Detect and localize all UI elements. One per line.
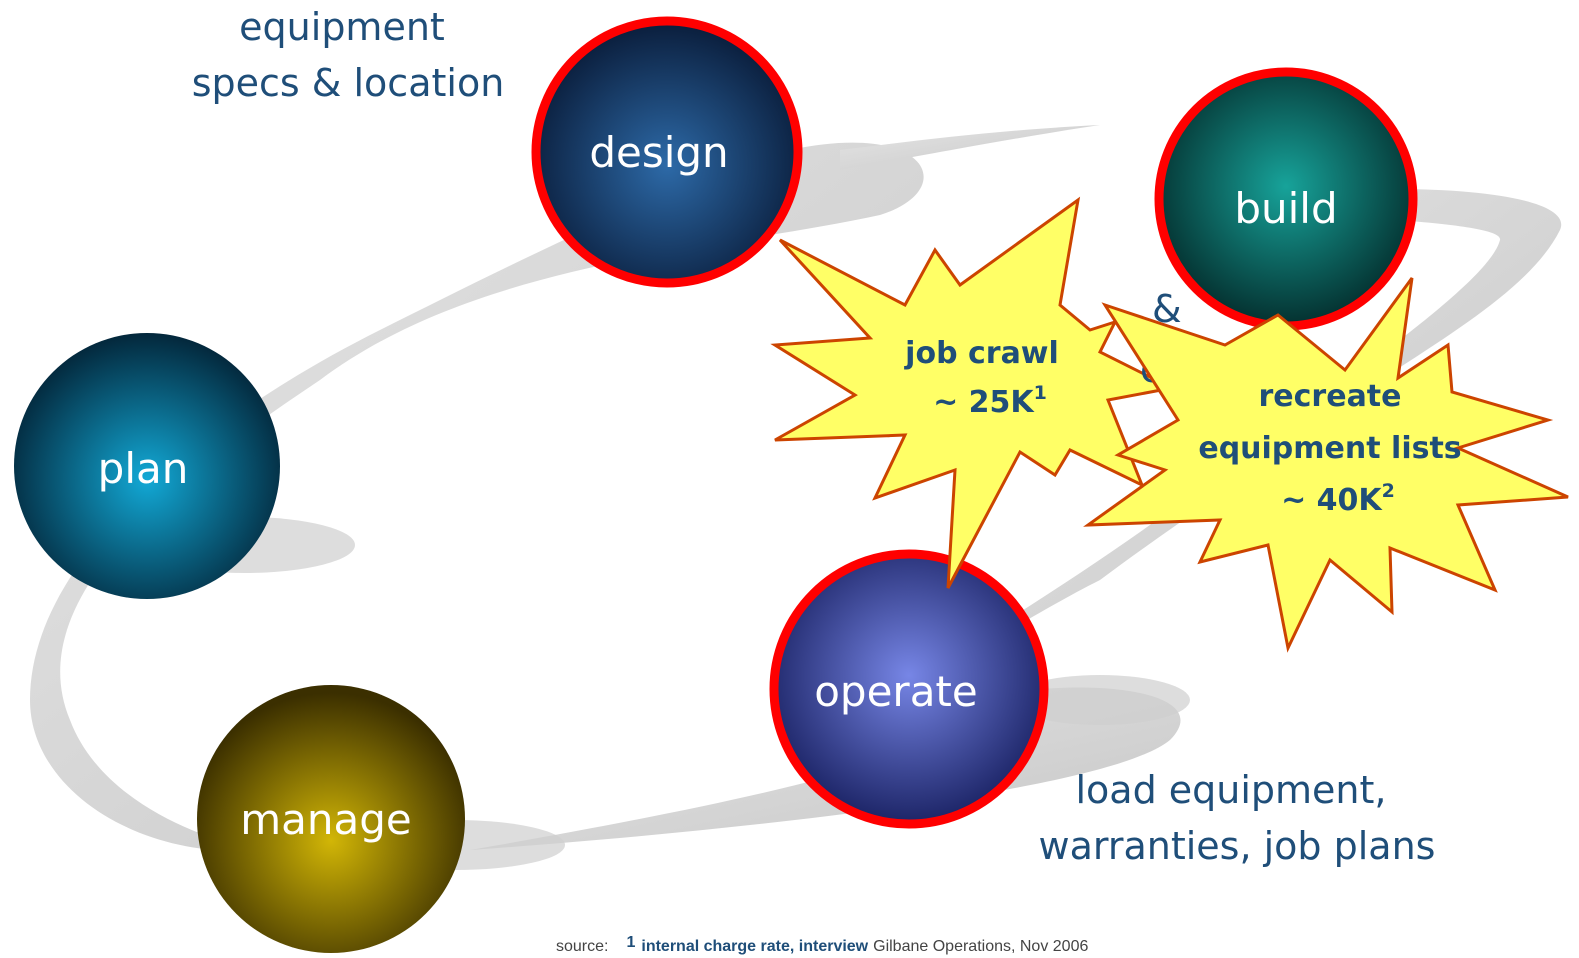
source-marker: 1 xyxy=(626,934,635,951)
job-crawl-line2: ~ 25K1 xyxy=(933,382,1047,420)
source-footnote: source: 1 internal charge rate, interview G… xyxy=(556,934,1088,955)
recreate-value: ~ 40K xyxy=(1281,483,1383,518)
operate-note-line1: load equipment, xyxy=(1075,768,1386,812)
job-crawl-line1: job crawl xyxy=(904,336,1059,371)
design-node: design xyxy=(531,16,803,288)
job-crawl-burst: job crawl ~ 25K1 xyxy=(770,196,1177,589)
manage-label: manage xyxy=(240,795,412,844)
recreate-line3: ~ 40K2 xyxy=(1281,480,1395,518)
source-bold-text: internal charge rate, interview xyxy=(641,938,868,955)
job-crawl-starburst xyxy=(770,196,1177,589)
operate-note-line2: warranties, job plans xyxy=(1039,824,1436,868)
plan-node: plan xyxy=(14,333,280,599)
operate-label: operate xyxy=(814,667,978,716)
recreate-line2: equipment lists xyxy=(1198,431,1461,466)
plan-label: plan xyxy=(98,444,189,493)
recreate-footnote-marker: 2 xyxy=(1382,480,1395,502)
build-label: build xyxy=(1234,184,1337,233)
job-crawl-value: ~ 25K xyxy=(933,385,1035,420)
source-label: source: xyxy=(556,938,608,955)
operate-node: operate xyxy=(769,549,1049,829)
source-text: Gilbane Operations, Nov 2006 xyxy=(873,938,1088,955)
operate-sphere xyxy=(769,549,1049,829)
recreate-starburst xyxy=(1083,277,1569,653)
design-note-line2: specs & location xyxy=(192,61,505,105)
recreate-burst: recreate equipment lists ~ 40K2 xyxy=(1083,277,1569,653)
recreate-line1: recreate xyxy=(1259,379,1402,414)
build-node: build xyxy=(1154,67,1418,331)
design-note-line1: equipment xyxy=(239,5,445,49)
job-crawl-footnote-marker: 1 xyxy=(1034,382,1047,404)
manage-node: manage xyxy=(197,685,465,953)
manage-sphere xyxy=(197,685,465,953)
design-label: design xyxy=(589,128,728,177)
design-sphere xyxy=(531,16,803,288)
plan-sphere xyxy=(14,333,280,599)
